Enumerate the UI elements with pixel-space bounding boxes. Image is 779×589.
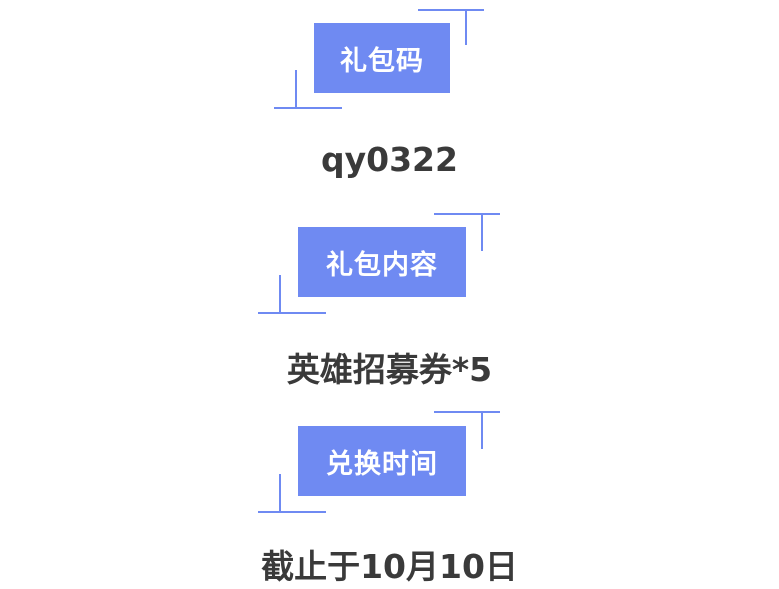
redeem-time-value: 截止于10月10日	[261, 547, 518, 586]
corner-line-bottom	[274, 107, 342, 109]
gift-code-label: 礼包码	[314, 23, 450, 93]
corner-line-top	[434, 411, 500, 413]
corner-line-bottom	[258, 511, 326, 513]
corner-line-top-vertical	[481, 213, 483, 251]
corner-line-bottom-vertical	[279, 474, 281, 512]
corner-line-bottom	[258, 312, 326, 314]
gift-content-section: 礼包内容 英雄招募券*5	[0, 0, 779, 389]
corner-line-top	[434, 213, 500, 215]
corner-line-bottom-vertical	[279, 275, 281, 313]
gift-content-value: 英雄招募券*5	[286, 350, 493, 389]
gift-code-value: qy0322	[321, 140, 458, 179]
corner-line-top-vertical	[465, 9, 467, 45]
gift-content-label: 礼包内容	[298, 227, 466, 297]
gift-code-section: 礼包码 qy0322	[0, 0, 779, 189]
corner-line-bottom-vertical	[295, 70, 297, 108]
corner-line-top-vertical	[481, 411, 483, 449]
corner-line-top	[418, 9, 484, 11]
redeem-time-label: 兑换时间	[298, 426, 466, 496]
